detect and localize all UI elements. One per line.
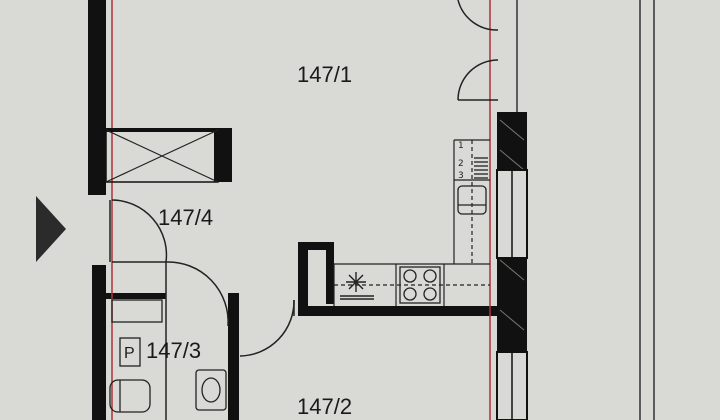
wall-kitchen-inner (326, 242, 334, 304)
red-reference-lines (111, 0, 491, 420)
kitchen-counter (333, 139, 490, 306)
room-label-147-1: 147/1 (297, 62, 352, 87)
stove-icon (399, 266, 441, 304)
mark-3: 3 (458, 171, 464, 181)
wall-left-lower (92, 265, 106, 420)
room-label-147-3: 147/3 (146, 338, 201, 363)
bathroom-fixtures (109, 299, 163, 413)
closet (105, 128, 232, 183)
room-label-147-2: 147/2 (297, 394, 352, 419)
wall-kitchen-left (298, 242, 308, 314)
grille (474, 157, 488, 179)
exterior-lines (516, 0, 655, 420)
washbasin-icon (195, 369, 227, 411)
wall-kitchen-bottom (298, 306, 498, 316)
mark-2: 2 (458, 159, 464, 169)
snowflake-icon (340, 272, 374, 300)
entrance-arrow-icon (36, 196, 66, 262)
doors (109, 0, 499, 420)
p-label: P (124, 345, 135, 362)
wall-partition-small (106, 293, 166, 299)
wall-bathroom-right (228, 293, 239, 420)
room-label-147-4: 147/4 (158, 205, 213, 230)
wall-marks: 1 2 3 (458, 141, 464, 181)
sink-icon (457, 185, 487, 215)
mark-1: 1 (458, 141, 464, 151)
wall-kitchen-top (298, 242, 334, 250)
wall-left-upper (88, 0, 106, 195)
